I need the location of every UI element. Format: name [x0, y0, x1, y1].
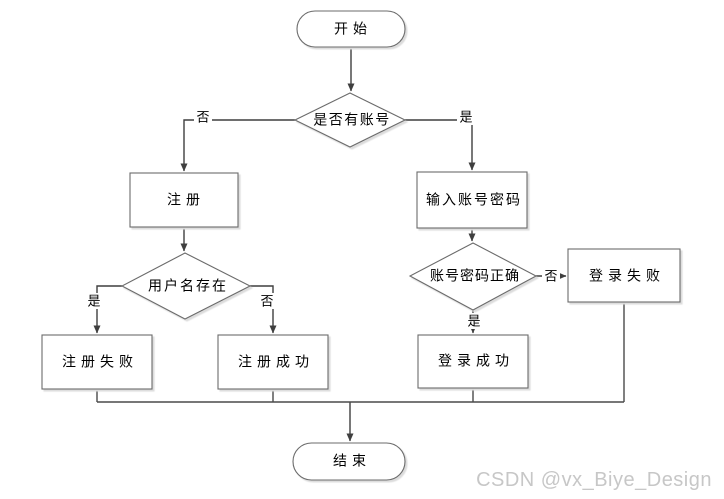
- edge-has-account-yes-to-enter: [405, 119, 476, 171]
- edge-label-bg: [457, 109, 475, 125]
- node-password-correct-diamond: [408, 242, 538, 311]
- node-start-shape: [296, 10, 406, 48]
- edge-label-username-exists-yes: 是: [87, 294, 100, 309]
- node-username-exists-diamond: [120, 252, 252, 320]
- node-register-label: 注册: [167, 193, 205, 209]
- edge-username-exists-no-to-register-success: [250, 285, 277, 334]
- node-start-label: 开始: [334, 22, 372, 38]
- node-has-account-diamond: [293, 92, 407, 148]
- node-register-fail-shape: [41, 334, 153, 390]
- node-enter-credentials-label: 输入账号密码: [426, 192, 522, 209]
- node-register-success-label: 注册成功: [238, 355, 314, 371]
- node-end-label: 结束: [333, 454, 371, 470]
- edge-label-has-account-yes: 是: [459, 110, 472, 125]
- csdn-watermark: CSDN @vx_Biye_Design: [476, 469, 712, 491]
- edge-label-password-correct-no: 否: [544, 269, 557, 284]
- node-has-account-label: 是否有账号: [313, 113, 391, 129]
- edge-label-bg: [85, 293, 103, 309]
- node-login-success-label: 登录成功: [438, 354, 514, 370]
- edge-label-bg: [194, 109, 212, 125]
- node-register-shape: [129, 172, 239, 228]
- edge-label-password-correct-yes: 是: [467, 314, 480, 329]
- node-enter-credentials-shape: [416, 171, 528, 229]
- node-register-success-shape: [217, 334, 329, 390]
- node-end-shape: [292, 442, 406, 481]
- node-login-fail-label: 登录失败: [589, 269, 665, 285]
- node-username-exists-label: 用户名存在: [148, 278, 228, 295]
- node-password-correct-label: 账号密码正确: [430, 268, 520, 285]
- edge-label-bg: [258, 293, 276, 309]
- edge-label-username-exists-no: 否: [260, 294, 273, 309]
- edge-label-bg: [542, 268, 560, 284]
- node-login-fail-shape: [567, 248, 681, 303]
- edge-username-exists-yes-to-register-fail: [93, 285, 122, 334]
- edge-label-bg: [465, 313, 483, 329]
- node-login-success-shape: [417, 334, 529, 389]
- node-register-fail-label: 注册失败: [62, 355, 138, 371]
- edge-label-has-account-no: 否: [196, 110, 209, 125]
- edge-has-account-no-to-register: [180, 119, 295, 172]
